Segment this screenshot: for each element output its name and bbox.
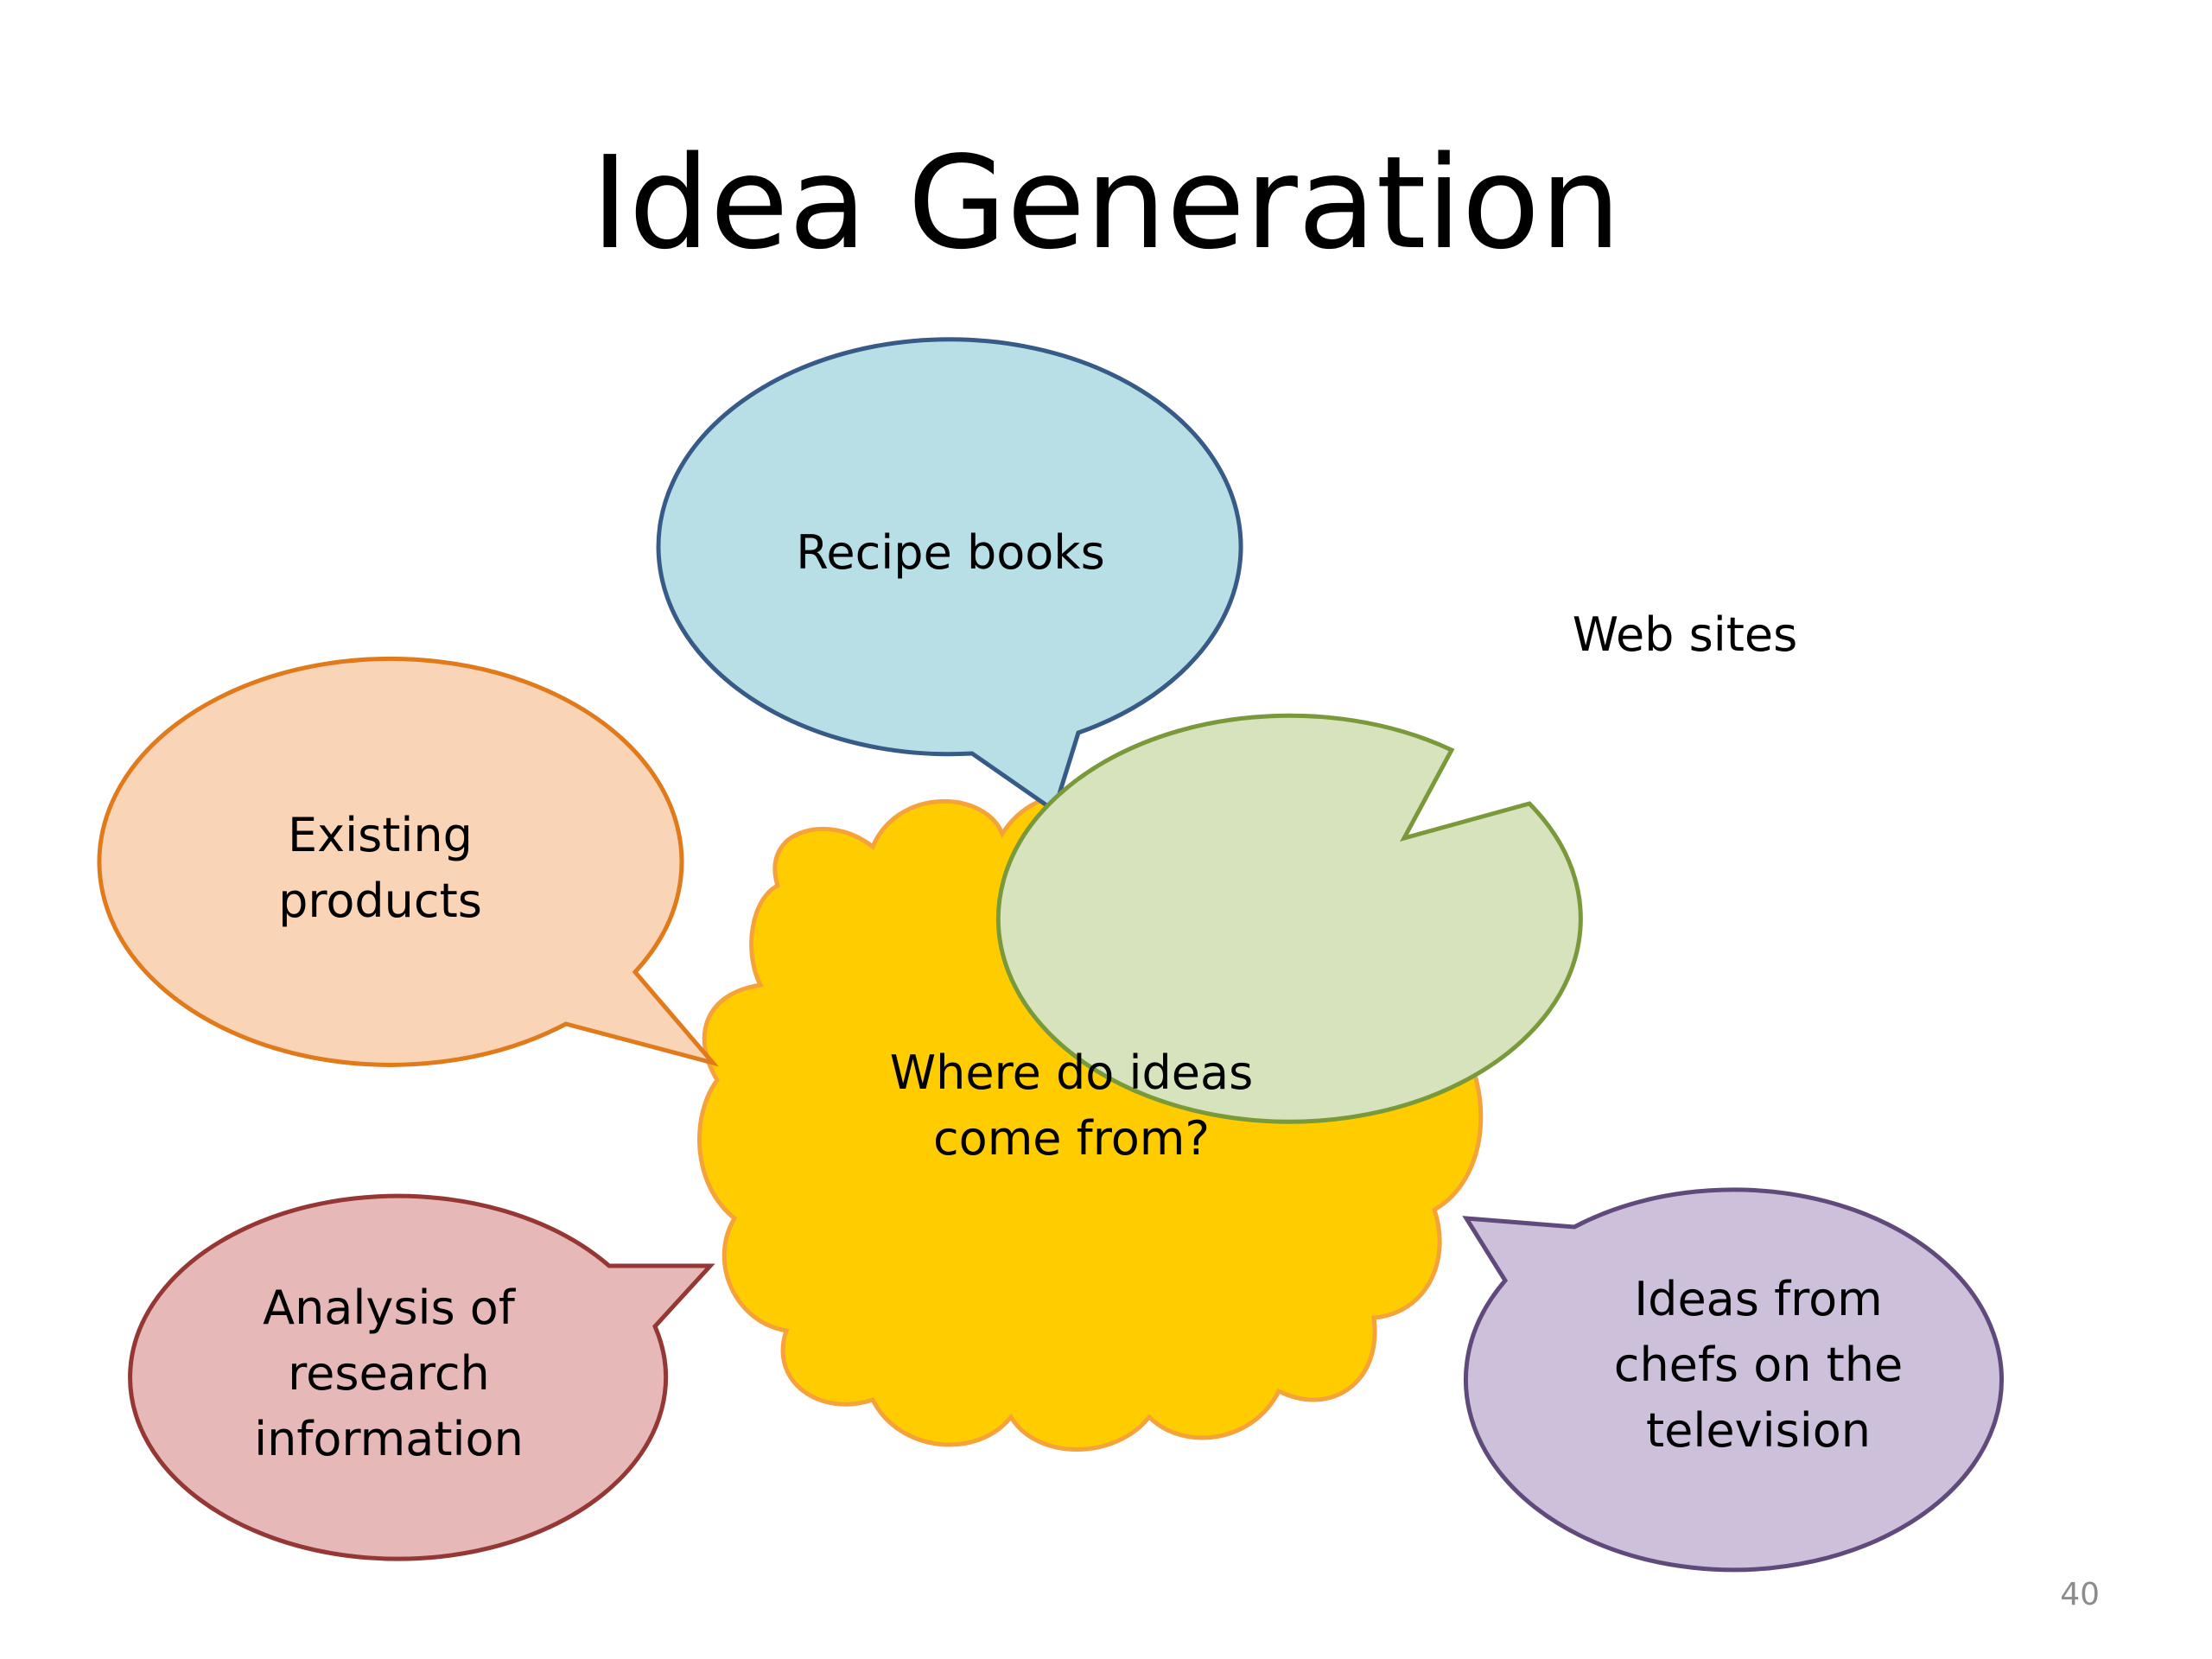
bubble-shape — [995, 713, 1583, 1124]
bubble-label-chefs-television: Ideas from chefs on the television — [1613, 1272, 1904, 1458]
bubble-shape — [656, 337, 1243, 814]
bubble-shape — [128, 1193, 715, 1561]
slide-title: Idea Generation — [590, 129, 1622, 277]
bubble-label-analysis-research: Analysis of research information — [254, 1281, 524, 1466]
bubble-label-web-sites: Web sites — [1572, 607, 1798, 662]
bubble-recipe-books — [656, 337, 1243, 814]
bubble-analysis-research — [128, 1193, 715, 1561]
bubble-web-sites — [995, 713, 1583, 1124]
page-number: 40 — [2060, 1577, 2100, 1612]
bubble-shape — [1462, 1187, 2004, 1573]
bubble-label-recipe-books: Recipe books — [796, 525, 1105, 580]
bubble-shape — [97, 656, 720, 1067]
bubble-chefs-television — [1462, 1187, 2004, 1573]
bubble-label-existing-products: Existing products — [278, 808, 482, 928]
bubble-existing-products — [97, 656, 720, 1067]
center-label: Where do ideas come from? — [889, 1046, 1254, 1166]
